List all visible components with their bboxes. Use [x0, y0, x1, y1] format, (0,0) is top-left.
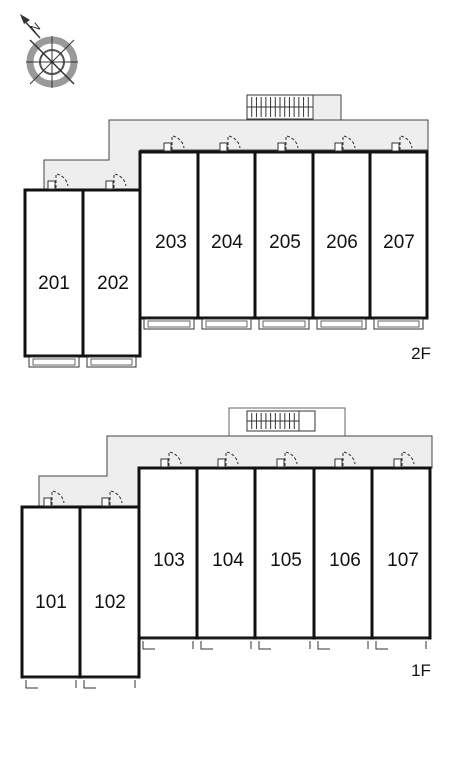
- unit-107-box: [370, 466, 432, 640]
- door-swing-arc: [51, 490, 65, 505]
- door-symbol: [43, 497, 52, 507]
- unit-label: 203: [155, 232, 187, 253]
- door-symbol: [391, 142, 400, 152]
- balcony: [28, 356, 80, 368]
- door-swing-arc: [399, 135, 413, 150]
- unit-207-box: [368, 150, 429, 320]
- unit-101-box: [20, 505, 82, 679]
- unit-205-box: [253, 150, 315, 320]
- balcony-inner: [262, 320, 306, 328]
- unit-label: 107: [387, 550, 419, 571]
- balcony-corner: [83, 680, 96, 689]
- balcony-corner: [258, 641, 271, 650]
- balcony: [258, 318, 310, 330]
- unit-label: 103: [153, 550, 185, 571]
- compass-north-label: N: [27, 20, 43, 36]
- door-symbol: [105, 180, 114, 190]
- balcony-corner: [317, 641, 330, 650]
- floor-label-1f: 1F: [411, 661, 431, 680]
- door-symbol: [277, 142, 286, 152]
- unit-204-box: [196, 150, 257, 320]
- door-swing-arc: [284, 451, 298, 466]
- door-symbol: [219, 142, 228, 152]
- balcony-corner: [142, 641, 155, 650]
- door-swing-arc: [401, 451, 415, 466]
- door-symbol: [393, 458, 402, 468]
- balcony-inner: [205, 320, 248, 328]
- floor-label-2f: 2F: [411, 344, 431, 363]
- unit-label: 102: [94, 592, 126, 613]
- unit-label: 106: [329, 550, 361, 571]
- balcony-inner: [90, 358, 133, 366]
- door-symbol: [276, 458, 285, 468]
- unit-label: 101: [35, 592, 67, 613]
- unit-label: 207: [383, 232, 415, 253]
- unit-201-box: [23, 188, 85, 358]
- unit-203-box: [138, 150, 200, 320]
- balcony: [201, 318, 252, 330]
- door-swing-arc: [285, 135, 299, 150]
- door-swing-arc: [171, 135, 185, 150]
- balcony-inner: [32, 358, 76, 366]
- balcony-corner: [375, 641, 388, 650]
- door-symbol: [160, 458, 169, 468]
- door-swing-arc: [342, 135, 356, 150]
- door-swing-arc: [342, 451, 356, 466]
- door-symbol: [334, 458, 343, 468]
- unit-label: 206: [326, 232, 358, 253]
- unit-label: 205: [269, 232, 301, 253]
- door-swing-arc: [225, 451, 239, 466]
- unit-label: 201: [38, 273, 70, 294]
- door-symbol: [217, 458, 226, 468]
- unit-105-box: [253, 466, 316, 640]
- unit-label: 104: [212, 550, 244, 571]
- door-symbol: [334, 142, 343, 152]
- door-swing-arc: [227, 135, 241, 150]
- door-swing-arc: [168, 451, 182, 466]
- door-swing-arc: [109, 490, 123, 505]
- door-swing-arc: [55, 173, 69, 188]
- compass-rose-icon: N: [20, 14, 78, 88]
- unit-label: 204: [211, 232, 243, 253]
- door-symbol: [163, 142, 172, 152]
- balcony-corner: [200, 641, 213, 650]
- unit-202-box: [81, 188, 142, 358]
- floor-2f: 201 202 203 204 205 206 207 2F: [23, 94, 431, 368]
- floor-1f: 101 102 103 104 105 106 107 1F: [20, 407, 433, 689]
- unit-103-box: [137, 466, 199, 640]
- balcony: [316, 318, 367, 330]
- unit-104-box: [195, 466, 257, 640]
- balcony-corner: [25, 680, 38, 689]
- balcony: [373, 318, 424, 330]
- unit-label: 202: [97, 273, 129, 294]
- balcony: [143, 318, 195, 330]
- balcony-inner: [320, 320, 363, 328]
- stairs-2f: [246, 94, 342, 121]
- balcony-inner: [147, 320, 191, 328]
- door-swing-arc: [113, 173, 127, 188]
- unit-label: 105: [270, 550, 302, 571]
- door-symbol: [101, 497, 110, 507]
- stairs-1f: [228, 407, 346, 437]
- door-symbol: [47, 180, 56, 190]
- balcony-inner: [377, 320, 420, 328]
- unit-206-box: [311, 150, 372, 320]
- balcony: [86, 356, 137, 368]
